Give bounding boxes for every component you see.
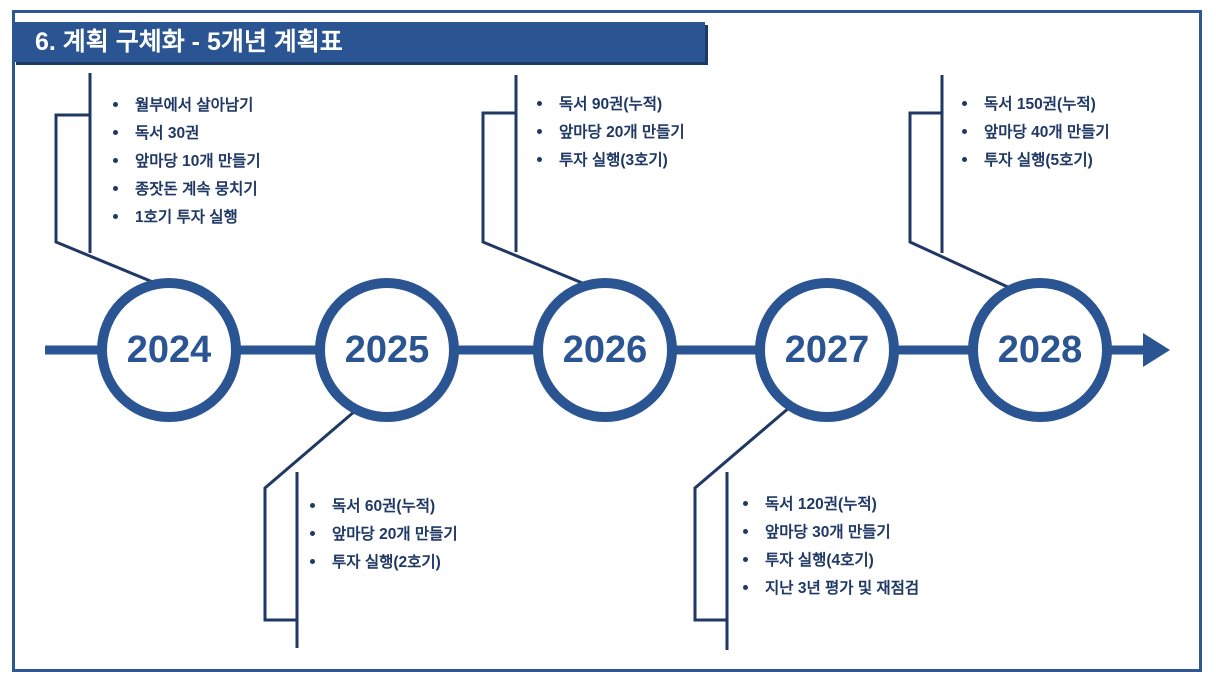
list-item: 독서 90권(누적) [537,89,685,117]
bullet-icon [310,502,315,508]
bullet-icon [113,185,118,191]
list-item-text: 앞마당 10개 만들기 [135,153,261,170]
list-item: 앞마당 20개 만들기 [310,519,458,547]
bullet-icon [743,528,748,534]
bullet-icon [113,101,118,107]
list-item-text: 독서 150권(누적) [984,96,1096,113]
bullet-icon [743,556,748,562]
list-item: 앞마당 20개 만들기 [537,117,685,145]
list-item: 앞마당 30개 만들기 [743,517,919,545]
list-item: 종잣돈 계속 뭉치기 [113,174,261,202]
list-item-text: 독서 30권 [135,125,200,142]
list-item-text: 앞마당 20개 만들기 [332,526,458,543]
bullet-icon [743,500,748,506]
list-item-text: 1호기 투자 실행 [135,209,238,226]
list-item: 투자 실행(2호기) [310,547,458,575]
list-item: 1호기 투자 실행 [113,202,261,230]
milestone-circle-2024: 2024 [97,278,241,422]
bullet-icon [537,128,542,134]
list-item-text: 지난 3년 평가 및 재점검 [765,580,920,597]
milestone-circle-2028: 2028 [968,278,1112,422]
list-item-text: 월부에서 살아남기 [135,97,254,114]
list-item: 앞마당 40개 만들기 [962,117,1110,145]
bullet-icon [962,128,967,134]
bullet-icon [537,100,542,106]
list-item-text: 투자 실행(4호기) [765,552,874,569]
bracket-leader-2025 [263,409,356,622]
list-item: 월부에서 살아남기 [113,90,261,118]
list-item-text: 투자 실행(5호기) [984,152,1093,169]
list-item-text: 앞마당 20개 만들기 [559,124,685,141]
bullet-icon [113,129,118,135]
milestone-list-2028: 독서 150권(누적) 앞마당 40개 만들기 투자 실행(5호기) [962,89,1110,173]
bullet-icon [743,584,748,590]
slide-border [12,10,1202,672]
year-label-2024: 2024 [126,328,212,371]
year-label-2028: 2028 [997,328,1083,371]
list-item: 투자 실행(5호기) [962,145,1110,173]
page-title: 6. 계획 구체화 - 5개년 계획표 [35,28,343,56]
bullet-icon [537,156,542,162]
bullet-icon [113,157,118,163]
milestone-list-2026: 독서 90권(누적) 앞마당 20개 만들기 투자 실행(3호기) [537,89,685,173]
list-item-text: 독서 120권(누적) [765,496,877,513]
list-item: 앞마당 10개 만들기 [113,146,261,174]
year-label-2027: 2027 [784,328,870,371]
list-item-text: 투자 실행(3호기) [559,152,668,169]
bullet-icon [962,156,967,162]
milestone-circle-2027: 2027 [755,278,899,422]
bracket-leader-2028 [908,111,1011,290]
list-item: 투자 실행(3호기) [537,145,685,173]
milestone-list-2024: 월부에서 살아남기 독서 30권 앞마당 10개 만들기 종잣돈 계속 뭉치기 … [113,90,261,230]
bracket-leader-2024 [54,113,161,287]
list-item-text: 앞마당 40개 만들기 [984,124,1110,141]
title-bar: 6. 계획 구체화 - 5개년 계획표 [13,22,705,62]
list-item: 독서 150권(누적) [962,89,1110,117]
list-item-text: 앞마당 30개 만들기 [765,524,891,541]
list-item: 지난 3년 평가 및 재점검 [743,573,919,601]
list-item: 독서 60권(누적) [310,491,458,519]
list-item-text: 독서 90권(누적) [559,96,663,113]
timeline-arrowhead-icon [1143,333,1170,367]
bullet-icon [962,100,967,106]
list-item: 투자 실행(4호기) [743,545,919,573]
bracket-leader-2026 [481,111,593,289]
bullet-icon [310,558,315,564]
bracket-leader-2027 [693,405,791,622]
bullet-icon [113,213,118,219]
milestone-list-2025: 독서 60권(누적) 앞마당 20개 만들기 투자 실행(2호기) [310,491,458,575]
milestone-circle-2026: 2026 [533,278,677,422]
milestone-circle-2025: 2025 [315,278,459,422]
list-item-text: 종잣돈 계속 뭉치기 [135,181,258,198]
milestone-list-2027: 독서 120권(누적) 앞마당 30개 만들기 투자 실행(4호기) 지난 3년… [743,489,919,601]
list-item: 독서 30권 [113,118,261,146]
bullet-icon [310,530,315,536]
list-item-text: 독서 60권(누적) [332,498,436,515]
year-label-2026: 2026 [562,328,648,371]
list-item: 독서 120권(누적) [743,489,919,517]
year-label-2025: 2025 [344,328,430,371]
list-item-text: 투자 실행(2호기) [332,554,441,571]
